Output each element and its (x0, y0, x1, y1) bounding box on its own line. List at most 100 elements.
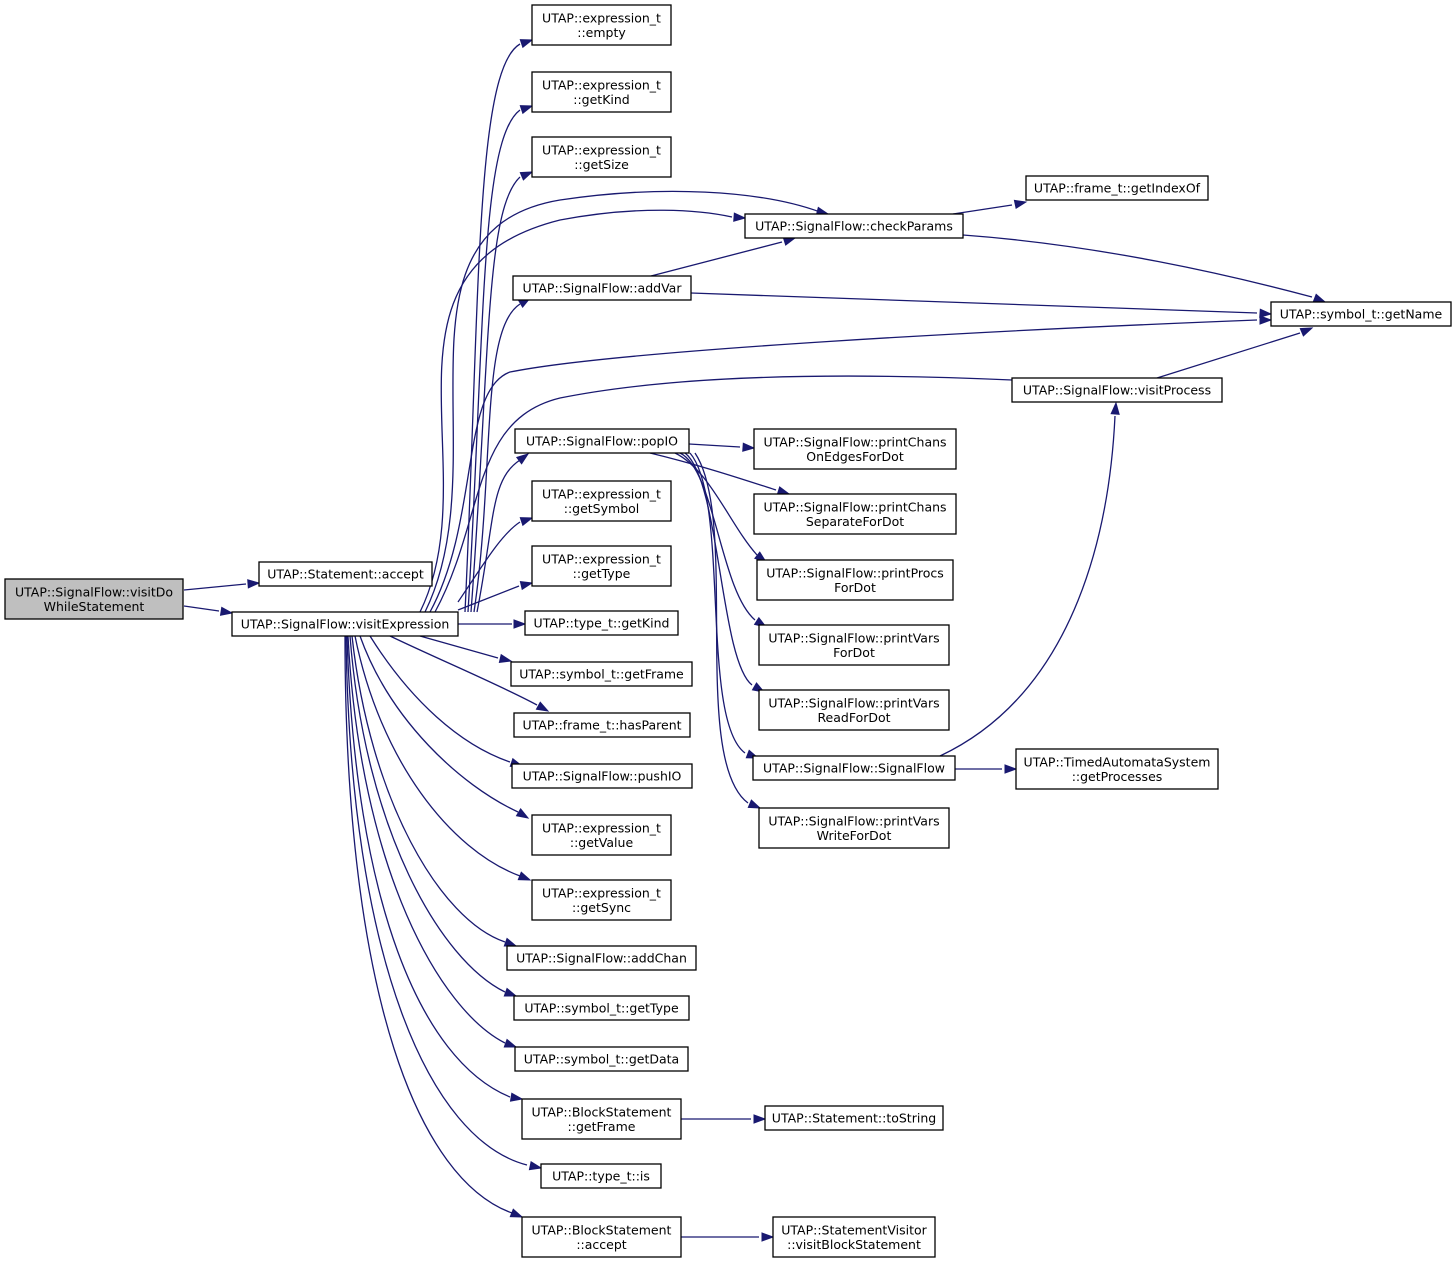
edge-signalFlowCtor-to-tas_getProcesses (955, 764, 1018, 774)
node-box (524, 610, 679, 636)
edge-visitExpression-to-expr_getSync (354, 635, 532, 881)
edge-visitExpression-to-visitProcess (434, 375, 1013, 613)
edge-block_accept-to-visitBlockStatement (681, 1232, 775, 1242)
node-label: UTAP::expression_t (542, 142, 661, 157)
node-box (753, 493, 957, 535)
node-expr_getType[interactable]: UTAP::expression_t::getType (531, 545, 672, 587)
edge-visitProcess-to-sym_getName (1156, 327, 1314, 379)
node-block_getFrame[interactable]: UTAP::BlockStatement::getFrame (521, 1098, 682, 1140)
node-sym_getName[interactable]: UTAP::symbol_t::getName (1270, 301, 1452, 327)
node-label: UTAP::symbol_t::getData (524, 1052, 679, 1067)
node-expr_getKind[interactable]: UTAP::expression_t::getKind (531, 71, 672, 113)
node-box (764, 1105, 944, 1131)
node-stmt_toString[interactable]: UTAP::Statement::toString (764, 1105, 944, 1131)
node-tas_getProcesses[interactable]: UTAP::TimedAutomataSystem::getProcesses (1015, 748, 1219, 790)
edge-visitExpression-to-sym_getData (347, 635, 518, 1048)
node-label: ::getType (573, 566, 631, 581)
node-box (756, 559, 954, 601)
node-box (772, 1216, 936, 1258)
node-box (512, 275, 692, 301)
node-label: UTAP::TimedAutomataSystem (1024, 754, 1211, 769)
node-label: ForDot (834, 580, 876, 595)
node-label: UTAP::SignalFlow::printVars (768, 695, 939, 710)
node-label: UTAP::expression_t (542, 10, 661, 25)
node-expr_getSymbol[interactable]: UTAP::expression_t::getSymbol (531, 480, 672, 522)
node-label: UTAP::frame_t::hasParent (522, 718, 681, 733)
node-box (1025, 175, 1209, 201)
node-printChansSeparate[interactable]: UTAP::SignalFlow::printChansSeparateForD… (753, 493, 957, 535)
edge-popIO-to-printVars (679, 452, 768, 628)
node-label: UTAP::expression_t (542, 551, 661, 566)
node-frame_hasParent[interactable]: UTAP::frame_t::hasParent (513, 712, 691, 738)
node-label: ::getSize (574, 157, 629, 172)
edge-addVar-to-checkParams (650, 236, 797, 277)
node-box (521, 1216, 682, 1258)
node-checkParams[interactable]: UTAP::SignalFlow::checkParams (744, 213, 964, 239)
node-label: UTAP::type_t::getKind (534, 616, 670, 631)
node-sym_getType[interactable]: UTAP::symbol_t::getType (513, 995, 690, 1021)
node-label: UTAP::expression_t (542, 77, 661, 92)
node-label: UTAP::SignalFlow::printChans (763, 434, 946, 449)
node-frame_getIndexOf[interactable]: UTAP::frame_t::getIndexOf (1025, 175, 1209, 201)
node-box (1015, 748, 1219, 790)
node-pushIO[interactable]: UTAP::SignalFlow::pushIO (511, 763, 693, 789)
node-sym_getFrame[interactable]: UTAP::symbol_t::getFrame (510, 661, 693, 687)
node-label: UTAP::BlockStatement (532, 1222, 672, 1237)
node-label: UTAP::SignalFlow::visitProcess (1023, 383, 1211, 398)
node-type_getKind[interactable]: UTAP::type_t::getKind (524, 610, 679, 636)
node-label: UTAP::symbol_t::getName (1280, 307, 1443, 322)
node-expr_getSize[interactable]: UTAP::expression_t::getSize (531, 136, 672, 178)
node-label: UTAP::SignalFlow::addChan (516, 951, 687, 966)
edge-visitExpression-to-expr_getSize (470, 171, 534, 613)
node-label: WhileStatement (44, 599, 145, 614)
node-type_is[interactable]: UTAP::type_t::is (540, 1163, 662, 1189)
node-label: ::getKind (573, 92, 629, 107)
edge-visitExpression-to-checkParams (419, 209, 747, 613)
edge-visitExpression-to-block_getFrame (346, 635, 524, 1102)
node-label: UTAP::Statement::toString (772, 1111, 936, 1126)
node-label: UTAP::SignalFlow::pushIO (523, 769, 682, 784)
edge-block_getFrame-to-stmt_toString (681, 1114, 767, 1124)
node-visitBlockStatement[interactable]: UTAP::StatementVisitor::visitBlockStatem… (772, 1216, 936, 1258)
node-box (531, 4, 672, 46)
node-label: UTAP::SignalFlow::printVars (768, 813, 939, 828)
node-signalFlowCtor[interactable]: UTAP::SignalFlow::SignalFlow (752, 755, 956, 781)
node-box (758, 807, 950, 849)
node-label: UTAP::SignalFlow::addVar (523, 281, 683, 296)
node-box (506, 945, 697, 971)
node-addVar[interactable]: UTAP::SignalFlow::addVar (512, 275, 692, 301)
node-label: UTAP::symbol_t::getFrame (519, 667, 684, 682)
node-box (513, 995, 690, 1021)
node-label: WriteForDot (817, 828, 892, 843)
node-label: UTAP::type_t::is (552, 1169, 650, 1184)
edge-visitExpression-to-expr_getType (457, 580, 534, 611)
edge-popIO-to-printVarsWrite (694, 452, 762, 809)
node-box (511, 763, 693, 789)
node-printChansOnEdges[interactable]: UTAP::SignalFlow::printChansOnEdgesForDo… (753, 428, 957, 470)
node-expr_getValue[interactable]: UTAP::expression_t::getValue (531, 814, 672, 856)
node-block_accept[interactable]: UTAP::BlockStatement::accept (521, 1216, 682, 1258)
node-expr_getSync[interactable]: UTAP::expression_t::getSync (531, 879, 672, 921)
node-label: UTAP::StatementVisitor (781, 1222, 927, 1237)
node-box (231, 611, 459, 637)
node-visitProcess[interactable]: UTAP::SignalFlow::visitProcess (1011, 377, 1223, 403)
edge-visitExpression-to-expr_getValue (359, 635, 530, 819)
node-label: UTAP::BlockStatement (532, 1104, 672, 1119)
node-sym_getData[interactable]: UTAP::symbol_t::getData (514, 1046, 689, 1072)
node-addChan[interactable]: UTAP::SignalFlow::addChan (506, 945, 697, 971)
node-label: ReadForDot (817, 710, 890, 725)
node-visitExpression[interactable]: UTAP::SignalFlow::visitExpression (231, 611, 459, 637)
node-stmt_accept[interactable]: UTAP::Statement::accept (258, 561, 433, 587)
edge-addVar-to-sym_getName (690, 292, 1273, 318)
node-box (752, 755, 956, 781)
node-popIO[interactable]: UTAP::SignalFlow::popIO (514, 428, 690, 454)
edge-checkParams-to-frame_getIndexOf (952, 199, 1028, 215)
node-label: UTAP::expression_t (542, 486, 661, 501)
node-expr_empty[interactable]: UTAP::expression_t::empty (531, 4, 672, 46)
